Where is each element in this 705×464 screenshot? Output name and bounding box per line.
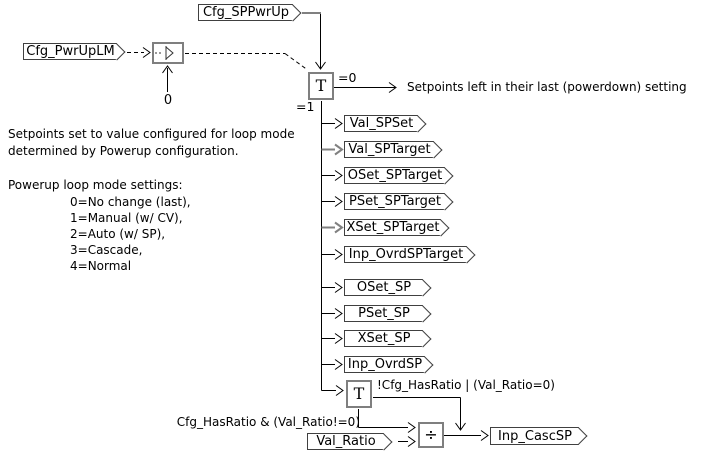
eq0-label: =0 <box>338 70 357 85</box>
tag-val-ratio: Val_Ratio <box>307 433 384 450</box>
note-line1: Setpoints set to value configured for lo… <box>8 127 295 141</box>
tag-inp-ovrdsptarget: Inp_OvrdSPTarget <box>344 246 467 263</box>
settings-item: 0=No change (last), <box>70 195 191 209</box>
tag-oset-sptarget: OSet_SPTarget <box>344 167 445 184</box>
tag-label: Val_SPTarget <box>348 142 431 157</box>
tag-val-spset: Val_SPSet <box>344 115 418 132</box>
tag-label: Val_SPSet <box>349 116 414 131</box>
settings-heading: Powerup loop mode settings: <box>8 178 183 192</box>
tag-label: Inp_CascSP <box>498 428 572 444</box>
compare-block <box>152 42 184 64</box>
settings-list: Powerup loop mode settings: 0=No change … <box>8 177 191 274</box>
divide-glyph: ÷ <box>424 425 438 444</box>
settings-item: 4=Normal <box>70 259 132 273</box>
settings-item: 3=Cascade, <box>70 243 143 257</box>
compare-gt-zero-icon <box>155 46 174 60</box>
tag-label: OSet_SP <box>356 280 412 295</box>
description-note: Setpoints set to value configured for lo… <box>8 126 295 160</box>
tag-oset-sp: OSet_SP <box>344 279 423 296</box>
tag-cfg-pwruplm: Cfg_PwrUpLM <box>23 43 117 60</box>
tag-label: Cfg_SPPwrUp <box>202 5 290 20</box>
tag-label: OSet_SPTarget <box>347 168 443 183</box>
tag-val-sptarget: Val_SPTarget <box>344 141 434 158</box>
settings-item: 1=Manual (w/ CV), <box>70 211 183 225</box>
tag-label: Inp_OvrdSPTarget <box>348 247 464 262</box>
const-zero-label: 0 <box>163 93 173 108</box>
settings-item: 2=Auto (w/ SP), <box>70 227 166 241</box>
divide-block: ÷ <box>418 422 444 448</box>
powerdown-note: Setpoints left in their last (powerdown)… <box>407 80 687 94</box>
and-condition-label: Cfg_HasRatio & (Val_Ratio!=0) <box>176 415 360 429</box>
tag-label: Cfg_PwrUpLM <box>26 44 115 59</box>
or-condition-label: !Cfg_HasRatio | (Val_Ratio=0) <box>377 378 555 392</box>
tag-pset-sptarget: PSet_SPTarget <box>344 193 445 210</box>
tag-xset-sp: XSet_SP <box>344 330 423 347</box>
tag-label: Inp_OvrdSP <box>347 357 423 372</box>
tag-inp-ovrdsp: Inp_OvrdSP <box>344 356 425 373</box>
tag-xset-sptarget: XSet_SPTarget <box>344 219 441 236</box>
tag-pset-sp: PSet_SP <box>344 305 423 322</box>
tag-label: XSet_SP <box>357 331 411 346</box>
test-block-glyph: T <box>353 384 365 403</box>
note-line2: determined by Powerup configuration. <box>8 144 239 158</box>
tag-cfg-sppwrup: Cfg_SPPwrUp <box>198 4 293 21</box>
tag-label: XSet_SPTarget <box>346 220 440 235</box>
eq1-label: =1 <box>296 99 315 114</box>
tag-label: PSet_SPTarget <box>349 194 441 209</box>
tag-inp-cascsp: Inp_CascSP <box>490 427 579 445</box>
test-block-powerup: T <box>308 72 334 100</box>
tag-label: PSet_SP <box>358 306 410 321</box>
test-block-glyph: T <box>315 76 327 95</box>
test-block-ratio: T <box>346 380 372 408</box>
tag-label: Val_Ratio <box>316 434 376 449</box>
